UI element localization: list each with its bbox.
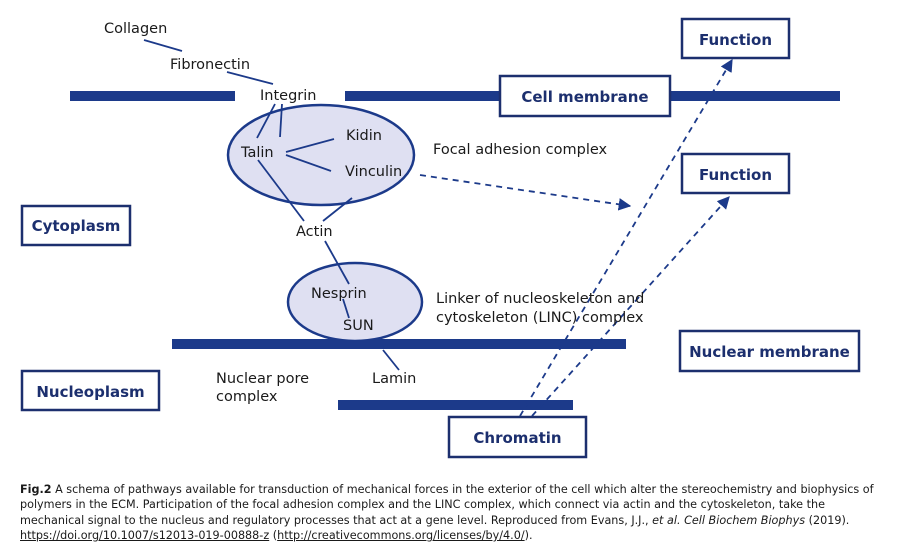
doi-link[interactable]: https://doi.org/10.1007/s12013-019-00888…	[20, 529, 270, 543]
chromatin-box	[447, 415, 588, 459]
talin-vinculin-link	[285, 154, 332, 172]
caption-year: (2019).	[808, 513, 850, 527]
function-mid-box	[680, 152, 791, 195]
kidin-label: Kidin	[346, 128, 382, 144]
nuclear-pore-complex-label-line2: complex	[216, 389, 278, 405]
cell-membrane-box	[498, 74, 672, 118]
nuclear-membrane-box	[678, 329, 861, 373]
caption-journal: Cell Biochem Biophys	[684, 513, 806, 527]
caption-et-al: et al.	[652, 513, 681, 527]
collagen-label: Collagen	[104, 21, 167, 37]
mechanotransduction-diagram: Function Cell membrane Function Cytoplas…	[20, 17, 861, 459]
license-close-paren: ).	[524, 529, 533, 543]
talin-label: Talin	[240, 145, 274, 161]
focal-adhesion-complex-label: Focal adhesion complex	[433, 142, 608, 158]
cytoplasm-box	[20, 204, 132, 247]
sun-label: SUN	[343, 318, 374, 334]
chromatin-to-function-mid-arrow	[531, 196, 730, 417]
talin-kidin-link	[285, 138, 335, 153]
integrin-talin-link	[256, 103, 276, 139]
lamin-label: Lamin	[372, 371, 416, 387]
cytoplasm-label: Cytoplasm	[32, 217, 121, 235]
caption-text: A schema of pathways available for trans…	[20, 483, 874, 527]
sun-lamin-link	[382, 349, 400, 371]
nucleoplasm-box	[20, 369, 161, 412]
chromatin-label: Chromatin	[473, 429, 561, 447]
nuclear-pore-complex-label-line1: Nuclear pore	[216, 371, 309, 387]
function-top-label: Function	[699, 31, 772, 49]
figure-caption: Fig.2 A schema of pathways available for…	[20, 482, 886, 544]
function-mid-label: Function	[699, 166, 772, 184]
vinculin-label: Vinculin	[345, 164, 402, 180]
integrin-label: Integrin	[260, 88, 316, 104]
focal-adhesion-ellipse	[226, 103, 416, 207]
vinculin-actin-link	[322, 197, 353, 222]
fibronectin-label: Fibronectin	[170, 57, 250, 73]
nesprin-sun-link	[342, 298, 350, 319]
chromatin-to-function-top-arrow	[519, 58, 733, 417]
cell-membrane-label: Cell membrane	[521, 88, 648, 106]
nesprin-label: Nesprin	[311, 286, 367, 302]
nucleoplasm-label: Nucleoplasm	[36, 383, 144, 401]
linc-complex-label-line2: cytoskeleton (LINC) complex	[436, 310, 644, 326]
fibronectin-integrin-link	[226, 71, 274, 85]
actin-nesprin-link	[324, 240, 350, 285]
actin-label: Actin	[296, 224, 333, 240]
nuclear-membrane-label: Nuclear membrane	[689, 343, 850, 361]
license-open-paren: (	[272, 529, 278, 543]
talin-actin-link	[257, 159, 305, 222]
linc-complex-label-line1: Linker of nucleoskeleton and	[436, 291, 644, 307]
focal-adhesion-to-function-arrow	[419, 174, 632, 211]
linc-ellipse	[286, 261, 424, 343]
integrin-talin-link-2	[279, 103, 283, 138]
function-top-box	[680, 17, 791, 60]
license-link[interactable]: http://creativecommons.org/licenses/by/4…	[277, 529, 525, 543]
figure-number: Fig.2	[20, 483, 52, 496]
collagen-fibronectin-link	[143, 39, 183, 52]
